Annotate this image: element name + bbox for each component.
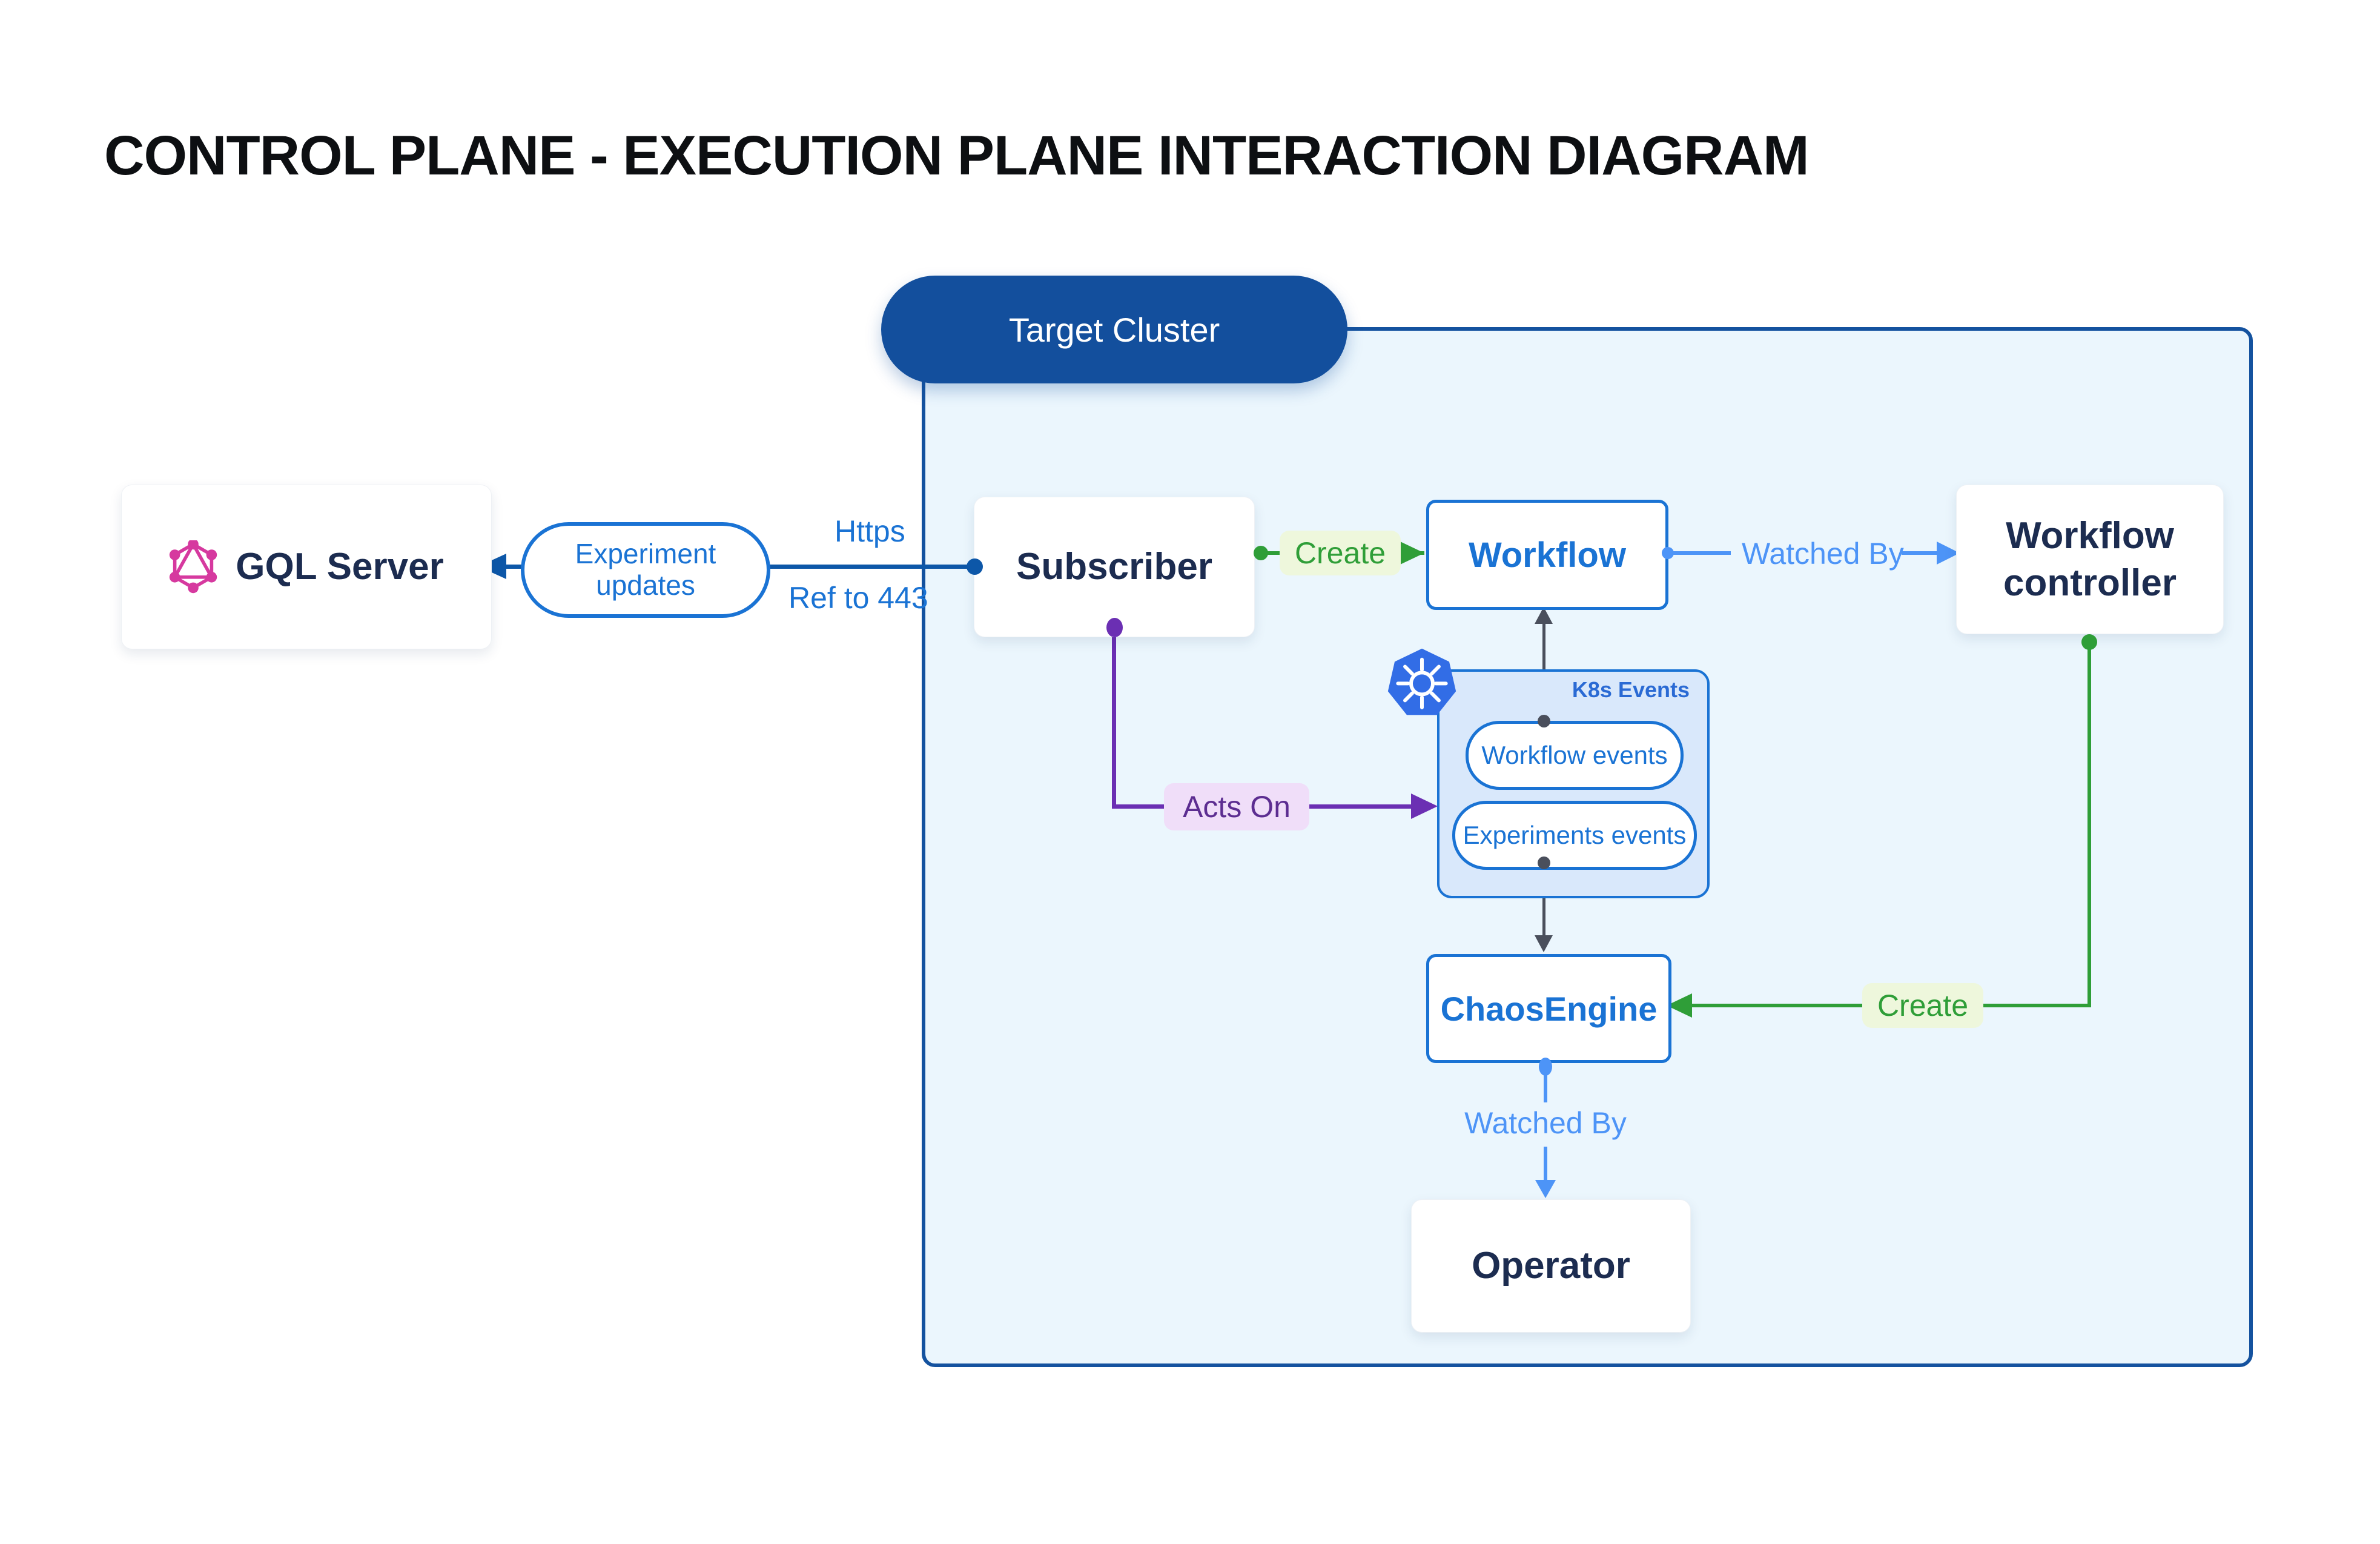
edge-label-acts-on: Acts On xyxy=(1164,783,1309,830)
edge-label-https: Https xyxy=(835,514,905,548)
create-edge-start-dot xyxy=(1254,546,1268,560)
arrowhead-down-to-chaosengine-icon xyxy=(1535,935,1553,952)
workflow-label: Workflow xyxy=(1469,535,1626,575)
watchedby-edge-start-dot xyxy=(1662,547,1674,559)
arrowhead-to-workflow-icon xyxy=(1400,542,1424,565)
k8s-bottom-dot xyxy=(1538,856,1550,869)
subscriber-label: Subscriber xyxy=(1016,546,1212,588)
k8s-top-dot xyxy=(1538,715,1550,727)
create-chaos-start-dot xyxy=(2081,634,2097,650)
node-gql-server: GQL Server xyxy=(121,485,492,649)
gql-server-label: GQL Server xyxy=(236,546,444,588)
page-title: CONTROL PLANE - EXECUTION PLANE INTERACT… xyxy=(104,125,1810,187)
kubernetes-icon xyxy=(1386,646,1458,718)
target-cluster-label: Target Cluster xyxy=(1008,310,1220,349)
k8s-events-label: K8s Events xyxy=(1572,677,1690,702)
edge-watchedby-controller-line1 xyxy=(1670,551,1731,555)
edge-label-create-workflow: Create xyxy=(1280,531,1401,575)
edge-watchedby-operator-line1 xyxy=(1544,1073,1547,1102)
pill-workflow-events: Workflow events xyxy=(1466,721,1684,790)
edge-endpoint-dot-subscriber xyxy=(967,558,983,575)
edge-create-chaos-vline xyxy=(2087,647,2091,1006)
workflow-controller-label: Workflow controller xyxy=(2003,515,2177,604)
experiments-events-label: Experiments events xyxy=(1463,821,1687,849)
node-operator: Operator xyxy=(1411,1199,1691,1333)
pill-experiments-events: Experiments events xyxy=(1452,801,1697,870)
workflow-events-label: Workflow events xyxy=(1481,741,1668,769)
edge-watchedby-controller-line2 xyxy=(1902,551,1939,555)
edge-label-watchedby-controller: Watched By xyxy=(1742,537,1904,571)
node-subscriber: Subscriber xyxy=(974,497,1255,637)
arrowhead-to-controller-icon xyxy=(1937,542,1960,565)
edge-label-ref-443: Ref to 443 xyxy=(788,581,928,615)
edge-k8s-chaosengine-line xyxy=(1542,866,1545,938)
operator-label: Operator xyxy=(1472,1245,1630,1287)
node-workflow-controller: Workflow controller xyxy=(1956,485,2224,634)
edge-watchedby-operator-line2 xyxy=(1544,1147,1547,1182)
target-cluster-pill: Target Cluster xyxy=(881,276,1347,383)
edge-actson-vline xyxy=(1112,633,1116,809)
edge-label-experiment-updates: Experiment updates xyxy=(521,522,770,618)
actson-start-dot xyxy=(1106,618,1123,637)
experiment-updates-text: Experiment updates xyxy=(575,538,716,601)
graphql-icon xyxy=(169,538,217,594)
node-workflow: Workflow xyxy=(1426,500,1668,610)
chaosengine-label: ChaosEngine xyxy=(1440,989,1658,1028)
edge-label-create-chaos: Create xyxy=(1862,983,1983,1028)
node-chaosengine: ChaosEngine xyxy=(1426,954,1671,1063)
arrowhead-down-to-operator-icon xyxy=(1535,1180,1556,1198)
arrowhead-to-k8s-box-icon xyxy=(1411,794,1438,819)
edge-label-watchedby-operator: Watched By xyxy=(1464,1106,1627,1140)
chaosengine-bottom-dot xyxy=(1539,1058,1552,1076)
